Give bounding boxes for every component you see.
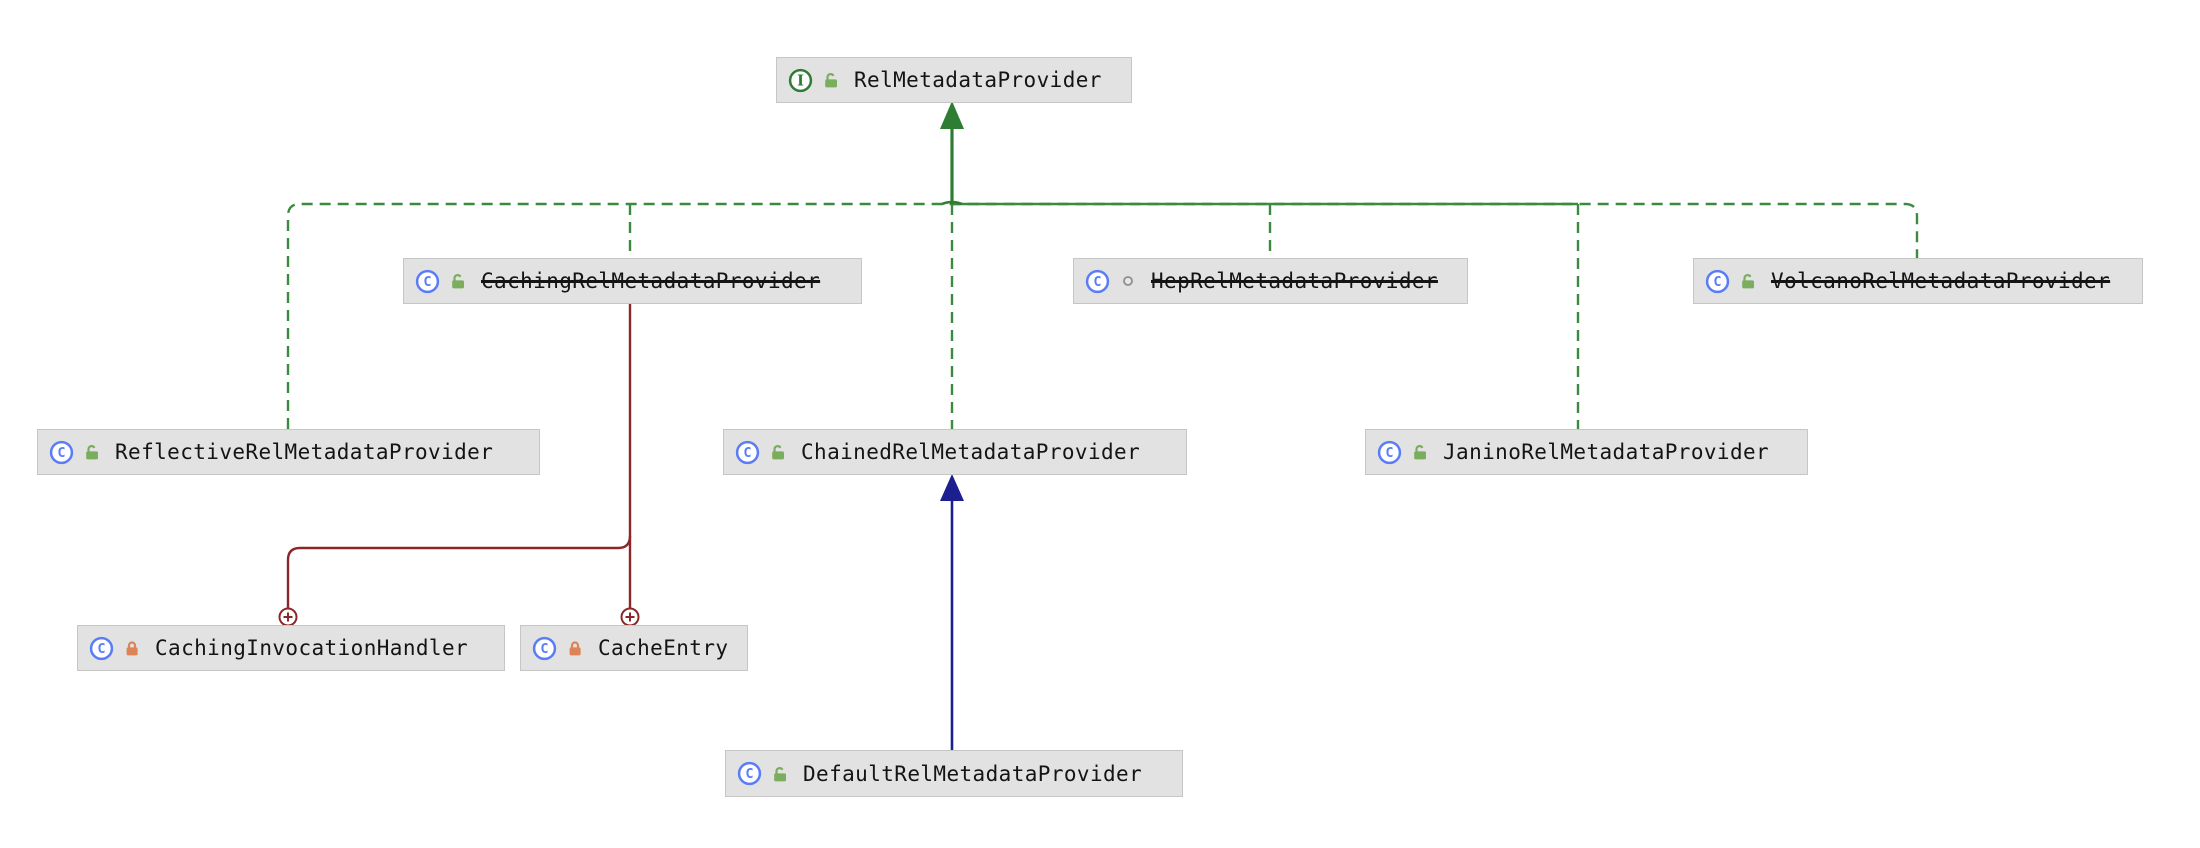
node-caching-rel-metadata-provider[interactable]: C CachingRelMetadataProvider xyxy=(403,258,862,304)
class-icon: C xyxy=(1705,269,1730,293)
svg-text:C: C xyxy=(743,445,751,461)
node-label: CachingInvocationHandler xyxy=(155,636,469,660)
class-icon: C xyxy=(89,636,114,660)
node-label: CacheEntry xyxy=(598,636,729,660)
public-visibility-icon xyxy=(825,73,837,88)
implements-edges xyxy=(286,202,1919,429)
node-label: CachingRelMetadataProvider xyxy=(481,269,821,293)
private-visibility-icon xyxy=(126,641,138,656)
svg-text:C: C xyxy=(1093,274,1101,290)
node-default-rel-metadata-provider[interactable]: C DefaultRelMetadataProvider xyxy=(725,750,1183,797)
public-visibility-icon xyxy=(86,445,98,460)
node-label: ChainedRelMetadataProvider xyxy=(801,440,1141,464)
class-icon: C xyxy=(49,440,74,464)
svg-text:I: I xyxy=(797,72,804,89)
class-icon: C xyxy=(737,761,762,786)
public-visibility-icon xyxy=(772,445,784,460)
class-icon: C xyxy=(735,440,760,464)
public-visibility-icon xyxy=(1742,274,1754,289)
node-reflective-rel-metadata-provider[interactable]: C ReflectiveRelMetadataProvider xyxy=(37,429,540,475)
package-private-visibility-icon xyxy=(1123,276,1133,286)
svg-text:C: C xyxy=(423,274,431,290)
class-icon: C xyxy=(415,269,440,293)
node-rel-metadata-provider[interactable]: I RelMetadataProvider xyxy=(776,57,1132,103)
svg-text:C: C xyxy=(1713,274,1721,290)
implements-arrow xyxy=(940,101,964,206)
node-label: ReflectiveRelMetadataProvider xyxy=(115,440,494,464)
node-label: VolcanoRelMetadataProvider xyxy=(1771,269,2111,293)
node-volcano-rel-metadata-provider[interactable]: C VolcanoRelMetadataProvider xyxy=(1693,258,2143,304)
node-cache-entry[interactable]: C CacheEntry xyxy=(520,625,748,671)
public-visibility-icon xyxy=(1414,445,1426,460)
node-chained-rel-metadata-provider[interactable]: C ChainedRelMetadataProvider xyxy=(723,429,1187,475)
svg-text:C: C xyxy=(745,766,753,782)
node-label: HepRelMetadataProvider xyxy=(1151,269,1438,293)
svg-text:C: C xyxy=(1385,445,1393,461)
private-visibility-icon xyxy=(569,641,581,656)
node-label: RelMetadataProvider xyxy=(854,68,1102,92)
node-caching-invocation-handler[interactable]: C CachingInvocationHandler xyxy=(77,625,505,671)
node-label: DefaultRelMetadataProvider xyxy=(803,761,1143,786)
svg-text:C: C xyxy=(540,641,548,657)
public-visibility-icon xyxy=(774,766,786,781)
public-visibility-icon xyxy=(452,274,464,289)
extends-edge xyxy=(940,474,964,750)
svg-text:C: C xyxy=(97,641,105,657)
node-janino-rel-metadata-provider[interactable]: C JaninoRelMetadataProvider xyxy=(1365,429,1808,475)
node-hep-rel-metadata-provider[interactable]: C HepRelMetadataProvider xyxy=(1073,258,1468,304)
class-icon: C xyxy=(1085,269,1110,293)
class-icon: C xyxy=(1377,440,1402,464)
interface-icon: I xyxy=(788,68,813,92)
class-icon: C xyxy=(532,636,557,660)
svg-text:C: C xyxy=(57,445,65,461)
node-label: JaninoRelMetadataProvider xyxy=(1443,440,1770,464)
inner-class-edges xyxy=(286,304,632,608)
inner-class-anchor-icons xyxy=(278,607,640,627)
